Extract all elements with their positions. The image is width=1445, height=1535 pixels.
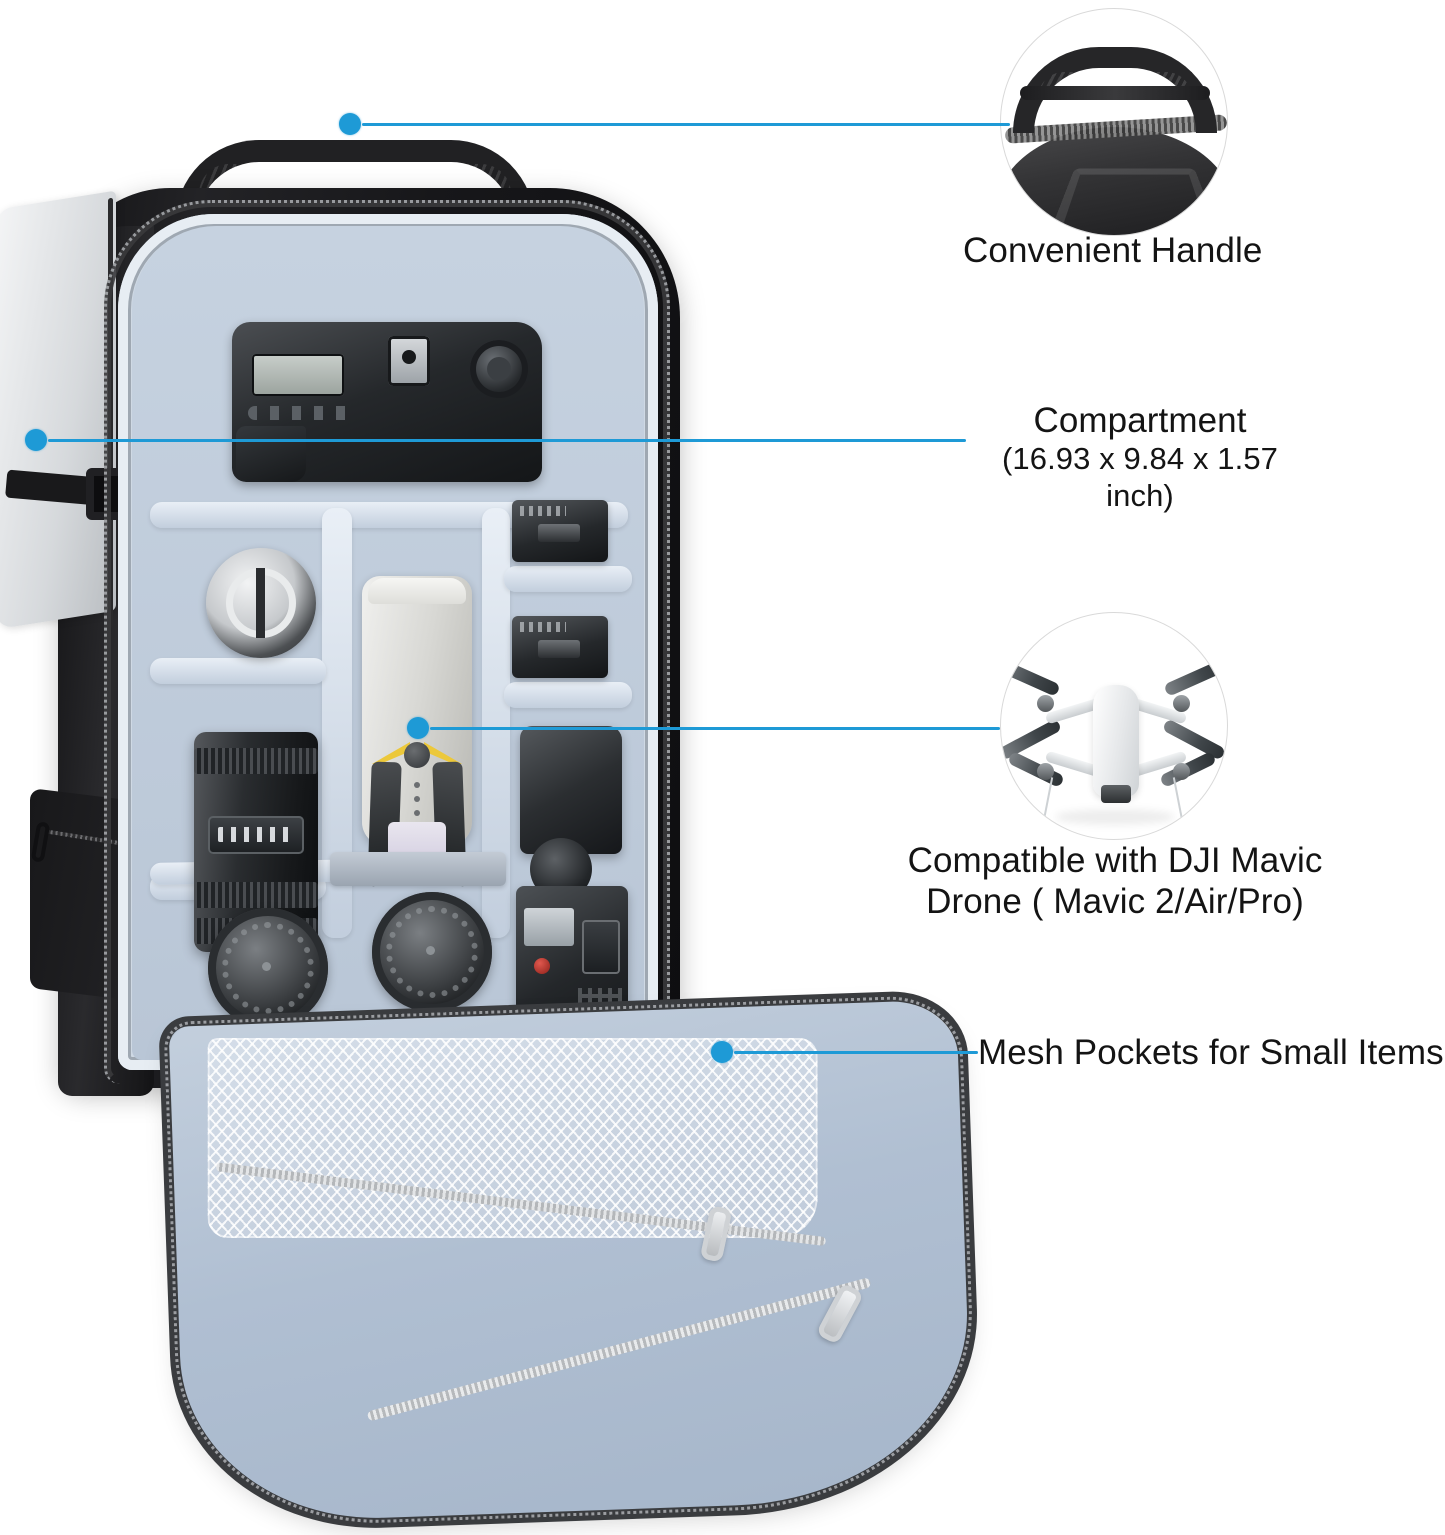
backpack-product-image	[0, 96, 984, 1535]
flash-lcd-screen	[524, 908, 574, 946]
callout-title-compartment: Compartment	[1033, 401, 1247, 440]
callout-line-mesh	[734, 1051, 978, 1054]
laptop	[0, 190, 116, 630]
battery-1	[512, 500, 608, 562]
battery-label	[520, 622, 566, 632]
flash-control-keys	[582, 920, 620, 974]
drone-propeller-2	[1163, 658, 1227, 697]
camera-buttons	[248, 406, 356, 420]
folded-drone	[362, 576, 472, 936]
callout-dot-drone	[407, 717, 429, 739]
flash-af-lamp	[534, 958, 550, 974]
callout-title-mesh: Mesh Pockets for Small Items	[978, 1033, 1444, 1072]
camera-hot-shoe	[388, 336, 430, 386]
handle-detail-grip	[1013, 47, 1217, 133]
lens-zoom-ring	[194, 882, 318, 908]
callout-title-handle: Convenient Handle	[963, 231, 1263, 270]
drone-landing-leg-right	[1172, 777, 1184, 821]
battery-label	[520, 506, 566, 516]
front-flap	[158, 989, 984, 1535]
callout-line-drone	[430, 727, 1000, 730]
battery-2	[512, 616, 608, 678]
infographic-canvas: Convenient Handle Compartment (16.93 x 9…	[0, 8, 1444, 1535]
callout-subtitle-drone: Drone ( Mavic 2/Air/Pro)	[926, 882, 1304, 922]
callout-label-mesh: Mesh Pockets for Small Items	[978, 1032, 1444, 1073]
handle-detail-circle	[1000, 8, 1228, 236]
drone-shadow	[1055, 809, 1175, 825]
drone-propeller-1	[1001, 658, 1061, 697]
callout-line-handle	[362, 123, 1010, 126]
drone-power-button	[404, 742, 430, 768]
callout-label-drone: Compatible with DJI Mavic Drone ( Mavic …	[900, 840, 1330, 923]
drone-motor-3	[1037, 763, 1054, 780]
callout-title-drone: Compatible with DJI Mavic	[907, 841, 1323, 880]
divider-horizontal-battery-1	[504, 566, 632, 592]
drone-nose	[368, 578, 466, 604]
drone-landing-leg-left	[1042, 777, 1054, 821]
lens-focus-ring	[194, 748, 318, 774]
lens-cap	[206, 548, 316, 658]
camera-lcd-screen	[252, 354, 344, 396]
lens-rear-cap-2	[372, 892, 492, 1012]
divider-horizontal-battery-2	[504, 682, 632, 708]
callout-dot-handle	[339, 113, 361, 135]
drone-motor-1	[1037, 695, 1054, 712]
drone-motor-4	[1173, 763, 1190, 780]
drone-detail-circle	[1000, 612, 1228, 840]
callout-dot-mesh	[711, 1041, 733, 1063]
main-zipper	[104, 200, 670, 1084]
drone-motor-2	[1173, 695, 1190, 712]
drone-led-indicators	[414, 782, 420, 788]
drone-fuselage	[1093, 685, 1139, 797]
callout-line-compartment	[48, 439, 966, 442]
flash-head	[520, 726, 622, 854]
drone-retention-strap	[330, 852, 506, 886]
camera-mode-dial	[470, 340, 528, 398]
callout-dot-compartment	[25, 429, 47, 451]
main-zipper-teeth	[104, 200, 670, 1084]
lens-rear-cap-1	[208, 908, 328, 1028]
lens-label-plate	[208, 816, 304, 854]
camera-grip	[236, 426, 306, 482]
callout-subtitle-compartment: (16.93 x 9.84 x 1.57 inch)	[1001, 441, 1279, 513]
callout-label-handle: Convenient Handle	[963, 230, 1262, 271]
divider-horizontal-mid-left	[150, 658, 326, 684]
drone-gimbal-camera	[1101, 785, 1131, 803]
callout-label-compartment: Compartment (16.93 x 9.84 x 1.57 inch)	[970, 400, 1310, 514]
handle-detail-chevron	[1045, 168, 1224, 235]
